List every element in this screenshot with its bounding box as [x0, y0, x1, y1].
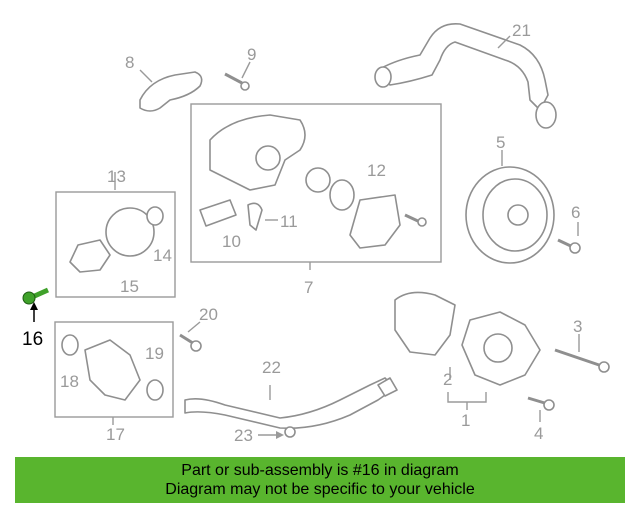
callout-15: 15: [120, 277, 139, 296]
callout-19: 19: [145, 344, 164, 363]
callout-7: 7: [304, 278, 313, 297]
banner-line-2: Diagram may not be specific to your vehi…: [165, 481, 475, 498]
callout-18: 18: [60, 372, 79, 391]
part-4-bolt[interactable]: 4: [527, 396, 555, 443]
part-23-bolt[interactable]: 23: [234, 426, 296, 445]
part-1-2-water-pump[interactable]: 2 1: [394, 291, 541, 430]
callout-1: 1: [461, 411, 470, 430]
callout-17: 17: [106, 425, 125, 444]
callout-23: 23: [234, 426, 253, 445]
callout-6: 6: [571, 203, 580, 222]
callout-22: 22: [262, 358, 281, 377]
part-21-hose[interactable]: 21: [374, 21, 557, 129]
callout-9: 9: [247, 45, 256, 64]
part-16-bolt[interactable]: 16: [22, 287, 50, 350]
callout-12: 12: [367, 161, 386, 180]
callout-21: 21: [512, 21, 531, 40]
part-9-bolt[interactable]: 9: [224, 45, 256, 91]
callout-13: 13: [107, 167, 126, 186]
callout-10: 10: [222, 232, 241, 251]
parts-diagram: 21 8 9 7 10 11 12 5: [22, 21, 610, 445]
part-22-pipe[interactable]: 22: [184, 358, 398, 430]
part-20-bolt[interactable]: 20: [179, 305, 218, 352]
assembly-box-7[interactable]: 7 10 11 12: [190, 103, 442, 297]
callout-5: 5: [496, 133, 505, 152]
part-5-pulley[interactable]: 5: [465, 133, 555, 264]
part-3-bolt[interactable]: 3: [554, 317, 610, 373]
part-8-gasket[interactable]: 8: [125, 53, 203, 112]
callout-8: 8: [125, 53, 134, 72]
part-6-bolt[interactable]: 6: [557, 203, 581, 254]
assembly-box-17[interactable]: 17 18 19: [54, 321, 174, 444]
callout-11: 11: [280, 212, 298, 231]
info-banner: Part or sub-assembly is #16 in diagram D…: [15, 457, 625, 503]
callout-14: 14: [153, 246, 172, 265]
callout-2: 2: [443, 370, 452, 389]
callout-20: 20: [199, 305, 218, 324]
assembly-box-13[interactable]: 13 14 15: [55, 167, 176, 298]
callout-4: 4: [534, 424, 543, 443]
callout-3: 3: [573, 317, 582, 336]
callout-16: 16: [22, 329, 43, 350]
banner-line-1: Part or sub-assembly is #16 in diagram: [181, 462, 459, 479]
